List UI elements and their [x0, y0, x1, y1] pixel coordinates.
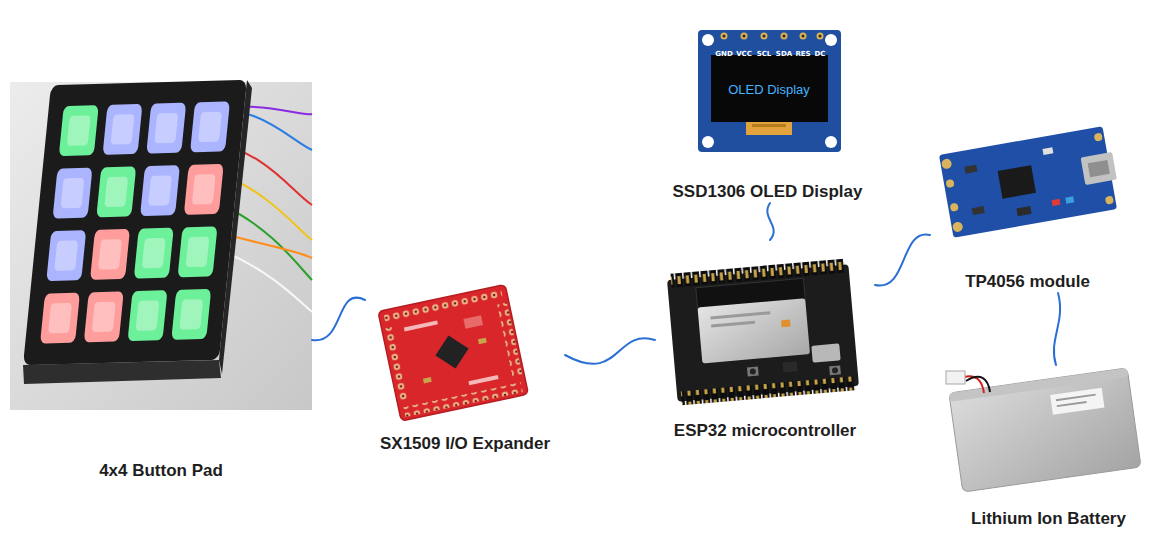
component-block: 4x4 Button Pad — [10, 82, 312, 482]
pin-name-holder: SCL — [757, 42, 772, 60]
pin-name: RES — [795, 50, 810, 58]
pin-name: SCL — [757, 50, 772, 58]
component-block: TP4056 module — [930, 118, 1125, 293]
component-block: ESP32 microcontroller — [655, 240, 875, 442]
button-pad-picture — [10, 80, 312, 410]
wire — [875, 234, 930, 285]
wire — [565, 338, 655, 364]
io-expander-picture — [378, 284, 528, 421]
component-caption: TP4056 module — [965, 271, 1090, 293]
pin-name-holder: VCC — [736, 42, 752, 60]
pin-name: DC — [815, 50, 826, 58]
microcontroller-picture — [667, 258, 860, 405]
component-caption: ESP32 microcontroller — [674, 420, 856, 442]
pin-name: SDA — [776, 50, 792, 58]
component-caption: SSD1306 OLED Display — [673, 181, 863, 203]
pin-name: VCC — [736, 50, 752, 58]
oled-picture — [698, 30, 841, 152]
component-block: SX1509 I/O Expander — [365, 285, 565, 455]
component-caption: SX1509 I/O Expander — [380, 433, 550, 455]
component-block: Lithium Ion Battery — [947, 365, 1150, 530]
screen-text-holder: OLED Display — [728, 80, 810, 98]
charger-picture — [939, 125, 1122, 237]
component-caption: Lithium Ion Battery — [971, 508, 1126, 530]
wire — [767, 203, 773, 240]
wire — [312, 298, 365, 341]
battery-picture — [946, 368, 1141, 492]
pin-name-holder: GND — [715, 42, 732, 60]
pin-name-holder: DC — [815, 42, 826, 60]
pin-name: GND — [715, 50, 732, 58]
pin-name-holder: RES — [795, 42, 810, 60]
pin-name-holder: SDA — [776, 42, 792, 60]
screen-text: OLED Display — [728, 82, 810, 97]
component-caption: 4x4 Button Pad — [99, 460, 223, 482]
wire — [1054, 293, 1060, 365]
